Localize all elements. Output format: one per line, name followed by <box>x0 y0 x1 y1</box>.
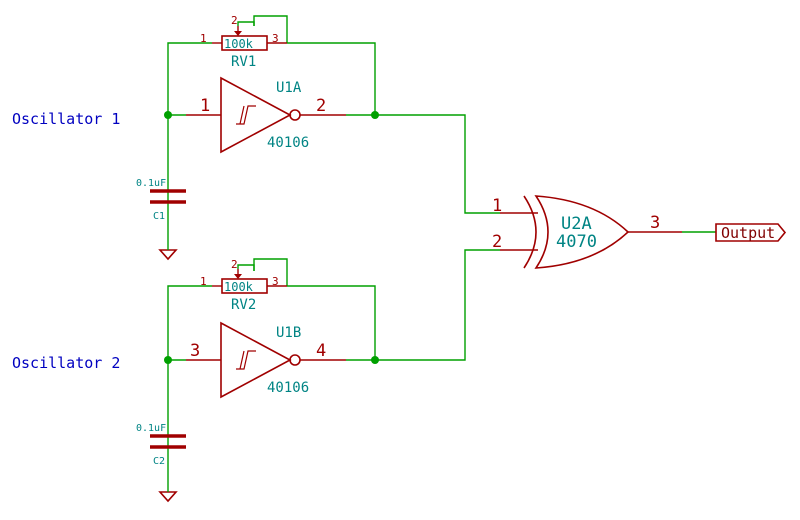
u1a-pin-out: 2 <box>316 96 326 116</box>
junction-dot <box>371 356 379 364</box>
oscillator-1-wires <box>164 15 500 230</box>
u2a-pin-a: 1 <box>492 196 502 216</box>
potentiometer-rv1[interactable]: 100k RV1 1 2 3 <box>200 14 287 70</box>
u2a-pin-b: 2 <box>492 232 502 252</box>
u1b-pin-in: 3 <box>190 341 200 361</box>
rv2-pin1: 1 <box>200 275 207 288</box>
junction-dot <box>164 356 172 364</box>
u1b-pin-out: 4 <box>316 341 326 361</box>
u1a-ref: U1A <box>276 80 302 96</box>
rv2-ref: RV2 <box>231 297 256 313</box>
capacitor-c1[interactable]: 0.1uF C1 <box>136 178 186 222</box>
rv1-pin3: 3 <box>272 32 279 45</box>
c1-ref: C1 <box>153 211 165 222</box>
u1a-pin-in: 1 <box>200 96 210 116</box>
rv1-pin1: 1 <box>200 32 207 45</box>
rv1-pin2: 2 <box>231 14 238 27</box>
rv1-value: 100k <box>224 37 254 51</box>
inverter-u1a[interactable]: 1 2 U1A 40106 <box>186 76 346 154</box>
oscillator-1-note: Oscillator 1 <box>12 110 120 128</box>
rv1-ref: RV1 <box>231 54 256 70</box>
junction-dot <box>371 111 379 119</box>
rv2-value: 100k <box>224 280 254 294</box>
oscillator-2-wires <box>164 249 500 480</box>
rv2-pin2: 2 <box>231 258 238 271</box>
inverter-u1b[interactable]: 3 4 U1B 40106 <box>186 321 346 399</box>
ground-symbol <box>158 491 178 503</box>
u1b-ref: U1B <box>276 325 301 341</box>
ground-symbol <box>158 249 178 261</box>
u2a-pin-out: 3 <box>650 213 660 233</box>
rv2-pin3: 3 <box>272 275 279 288</box>
u1b-value: 40106 <box>267 380 309 396</box>
xor-gate-u2a[interactable]: 1 2 3 U2A 4070 <box>492 195 682 269</box>
u2a-value: 4070 <box>556 232 597 252</box>
junction-dot <box>164 111 172 119</box>
capacitor-c2[interactable]: 0.1uF C2 <box>136 423 186 467</box>
u2a-ref: U2A <box>561 214 592 234</box>
potentiometer-rv2[interactable]: 100k RV2 1 2 3 <box>200 258 287 313</box>
output-label[interactable]: Output <box>715 223 787 242</box>
oscillator-2-note: Oscillator 2 <box>12 354 120 372</box>
c1-value: 0.1uF <box>136 178 166 189</box>
c2-value: 0.1uF <box>136 423 166 434</box>
u1a-value: 40106 <box>267 135 309 151</box>
output-label-text: Output <box>721 224 775 242</box>
c2-ref: C2 <box>153 456 165 467</box>
